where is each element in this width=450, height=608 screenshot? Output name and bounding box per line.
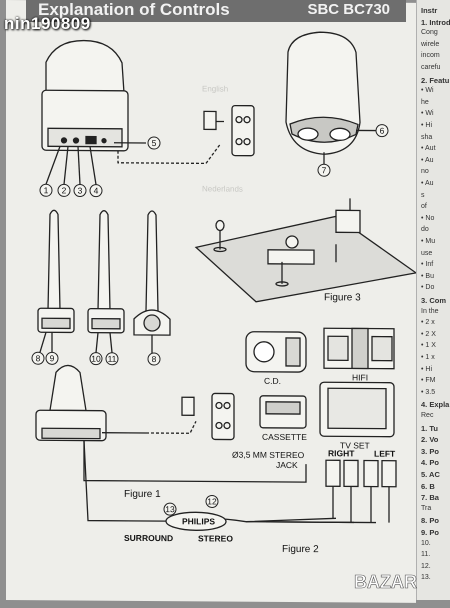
adjacent-page-line: 3. Po [421,447,439,456]
jack-label-line1: Ø3,5 MM STEREO [232,450,305,461]
ghost-lang-1: English [202,84,228,93]
adjacent-page-line: he [421,99,429,106]
callout-9: 9 [50,353,55,363]
philips-label: PHILIPS [182,516,215,526]
callout-7: 7 [322,165,327,175]
hifi-label: HIFI [352,372,368,382]
callout-5: 5 [152,138,157,148]
adjacent-page-line: of [421,203,427,210]
jack-label-line2: JACK [276,460,298,470]
adjacent-page-line: wirele [421,41,439,48]
callout-10: 10 [91,354,101,364]
adjacent-page-line: sha [421,134,432,141]
callout-2: 2 [62,185,67,195]
adjacent-page-line: • 1 x [421,354,435,361]
ghost-lang-5: Nederlands [202,184,243,193]
adjacent-page-line: • Hi [421,366,432,373]
surround-label: SURROUND [124,533,173,543]
adjacent-page-line: 10. [421,540,431,547]
adjacent-page-line: • No [421,215,434,222]
adjacent-page-line: • 1 X [421,342,436,349]
adjacent-page-line: Cong [421,29,438,36]
adjacent-page-line: • 2 x [421,319,435,326]
adjacent-page-line: no [421,168,429,175]
adjacent-page-line: In the [421,308,439,315]
callout-4: 4 [94,186,99,196]
adjacent-page-line: incom [421,52,440,59]
callout-11: 11 [108,354,117,364]
callout-12: 12 [207,496,217,506]
cd-label: C.D. [264,376,281,386]
callout-13: 13 [165,504,175,514]
adjacent-page-line: • 3.5 [421,389,435,396]
figure-2-caption: Figure 2 [282,544,319,555]
adjacent-page-line: do [421,226,429,233]
model-number: SBC BC730 [307,1,390,18]
stereo-label: STEREO [198,533,233,543]
adjacent-page-line: use [421,250,432,257]
adjacent-page-line: • Au [421,180,434,187]
adjacent-page-line: 1. Tu [421,424,438,433]
cassette-label: CASSETTE [262,432,307,442]
callout-3: 3 [78,186,83,196]
adjacent-page-line: 7. Ba [421,493,439,502]
adjacent-page-line: • Bu [421,273,434,280]
adjacent-page-line: 9. Po [421,528,439,537]
adjacent-page-line: carefu [421,64,440,71]
figure-3-caption: Figure 3 [324,292,361,303]
watermark: nin190809 [4,14,91,34]
figure-1-caption: Figure 1 [124,489,161,500]
adjacent-page-line: Instr [421,6,437,15]
adjacent-page-line: 2. Vo [421,435,438,444]
callout-1: 1 [44,185,49,195]
adjacent-page-line: Tra [421,505,431,512]
adjacent-page-line: • Do [421,284,434,291]
callout-8b: 8 [36,353,41,363]
adjacent-page-line: 8. Po [421,516,439,525]
adjacent-page-line: 2. Featu [421,76,449,85]
adjacent-page-line: • 2 X [421,331,436,338]
adjacent-page-line: 1. Introd [421,18,450,27]
adjacent-page-line: 4. Po [421,458,439,467]
adjacent-page-line: 5. AC [421,470,440,479]
adjacent-page-line: 6. B [421,482,435,491]
controls-illustration: 1 2 3 4 5 6 7 8 8 9 10 11 12 13 English … [6,0,416,603]
bazar-logo: BAZAR [350,566,445,596]
svg-text:BAZAR: BAZAR [354,572,417,592]
adjacent-page-line: • Au [421,157,434,164]
adjacent-page-line: 3. Com [421,296,446,305]
callout-8: 8 [152,354,157,364]
adjacent-page-line: 11. [421,551,430,558]
adjacent-page-line: s [421,192,425,199]
adjacent-page-line: Rec [421,412,433,419]
adjacent-page-line: • Wi [421,110,434,117]
right-label: RIGHT [328,448,355,458]
callout-6: 6 [380,126,385,136]
adjacent-page-line: • Aut [421,145,436,152]
adjacent-page-line: • FM [421,377,436,384]
adjacent-page-line: 4. Expla [421,400,449,409]
left-label: LEFT [374,449,396,459]
adjacent-page-line: • Mu [421,238,435,245]
adjacent-page-line: • Inf [421,261,433,268]
adjacent-page-line: • Wi [421,87,434,94]
adjacent-page-line: • Hi [421,122,432,129]
manual-page: 1 2 3 4 5 6 7 8 8 9 10 11 12 13 English … [6,0,416,603]
